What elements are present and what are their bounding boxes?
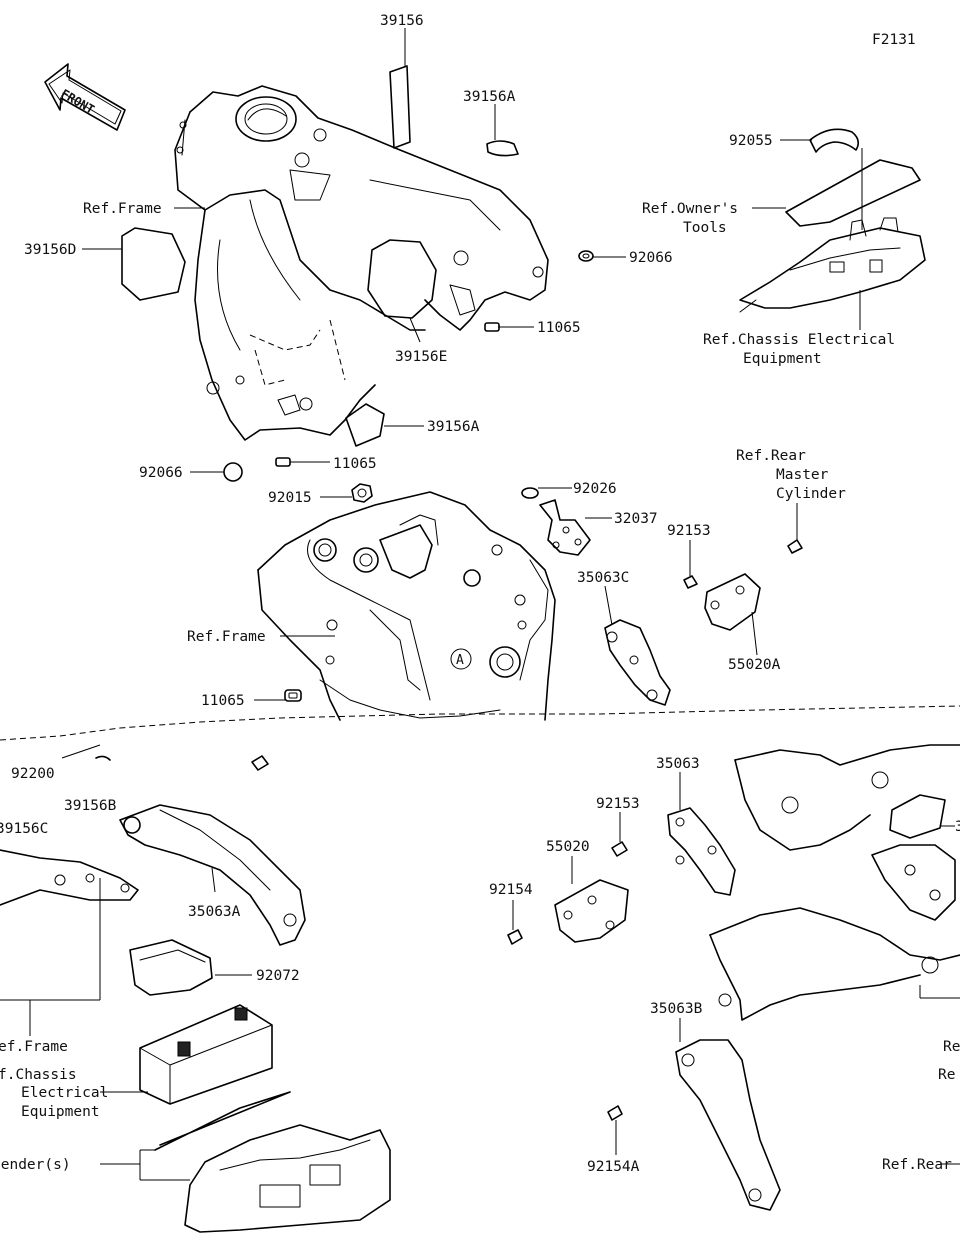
svg-text:A: A xyxy=(456,653,464,668)
label-92072: 92072 xyxy=(256,968,300,984)
label-right-re-2: Re xyxy=(938,1067,955,1083)
label-32037: 32037 xyxy=(614,511,658,527)
bracket-92072 xyxy=(129,939,213,996)
chassis-electrical-top xyxy=(739,217,926,313)
cover-right-39156 xyxy=(889,794,946,839)
label-92153-top: 92153 xyxy=(667,523,711,539)
leader-lines xyxy=(0,28,960,1181)
label-35063: 35063 xyxy=(656,756,700,772)
label-ref-frame-top: Ref.Frame xyxy=(83,201,162,217)
mid-frame-drawing xyxy=(257,491,556,721)
label-39156d: 39156D xyxy=(24,242,76,258)
bracket-32037 xyxy=(539,499,591,556)
label-fenders: Fender(s) xyxy=(0,1157,71,1173)
bracket-35063 xyxy=(667,807,736,896)
label-92015: 92015 xyxy=(268,490,312,506)
owners-tools xyxy=(785,159,921,227)
cover-39156d xyxy=(121,227,186,301)
label-chassis-elec-bottom-3: Equipment xyxy=(21,1104,100,1120)
nut-92015 xyxy=(351,483,373,503)
grommet-92066-left xyxy=(223,462,243,482)
label-11065-frame: 11065 xyxy=(201,693,245,709)
bolt-92153-top xyxy=(683,575,698,589)
cover-39156e xyxy=(367,239,437,319)
front-direction-arrow: FRONT xyxy=(44,63,126,131)
battery xyxy=(139,1004,273,1105)
label-chassis-elec-top-2: Equipment xyxy=(743,351,822,367)
label-39156a-mid: 39156A xyxy=(427,419,480,435)
bolt-92200 xyxy=(251,755,269,771)
bolt-ref-rear xyxy=(787,539,803,554)
right-side-bracket xyxy=(871,844,956,921)
upper-frame-drawing xyxy=(174,85,549,441)
label-ref-frame-bottom: ef.Frame xyxy=(0,1039,68,1055)
label-chassis-elec-bottom-2: Electrical xyxy=(21,1085,108,1101)
label-39156-right: 3 xyxy=(955,819,960,835)
label-39156a-top: 39156A xyxy=(463,89,516,105)
right-upper-frame xyxy=(734,744,960,851)
clip-11065-upper xyxy=(484,322,500,332)
label-rear-master-3: Cylinder xyxy=(776,486,846,502)
bracket-35063c xyxy=(604,619,671,706)
label-ref-frame-mid: Ref.Frame xyxy=(187,629,266,645)
label-92200: 92200 xyxy=(11,766,55,782)
bracket-55020 xyxy=(554,879,629,943)
label-owners-tools-2: Tools xyxy=(683,220,727,236)
clip-39156b xyxy=(95,755,111,761)
sticker-39156a-top xyxy=(486,140,519,157)
bolt-92154 xyxy=(507,929,523,945)
label-92066-left: 92066 xyxy=(139,465,183,481)
bolt-92154a xyxy=(607,1105,623,1121)
section-divider xyxy=(0,705,960,741)
label-92154: 92154 xyxy=(489,882,533,898)
label-92055: 92055 xyxy=(729,133,773,149)
label-11065-upper: 11065 xyxy=(537,320,581,336)
ref-marker-a: A xyxy=(450,648,472,670)
figure-code: F2131 xyxy=(872,32,916,48)
label-chassis-elec-bottom-1: f.Chassis xyxy=(0,1067,77,1083)
label-39156: 39156 xyxy=(380,13,424,29)
label-11065-mid: 11065 xyxy=(333,456,377,472)
clip-11065-frame xyxy=(284,689,302,702)
bolt-92153-mid xyxy=(611,841,628,857)
label-92153-mid: 92153 xyxy=(596,796,640,812)
label-92066-right: 92066 xyxy=(629,250,673,266)
label-55020a: 55020A xyxy=(728,657,781,673)
label-92026: 92026 xyxy=(573,481,617,497)
clamp-92055 xyxy=(809,128,860,153)
label-39156e: 39156E xyxy=(395,349,447,365)
grommet-92066-right xyxy=(578,250,594,262)
sticker-39156a-mid xyxy=(345,403,385,447)
bracket-55020a xyxy=(704,573,761,631)
label-92154a: 92154A xyxy=(587,1159,640,1175)
label-owners-tools-1: Ref.Owner's xyxy=(642,201,738,217)
right-lower-frame xyxy=(709,907,960,1021)
label-rear-master-2: Master xyxy=(776,467,829,483)
label-39156b: 39156B xyxy=(64,798,117,814)
clip-11065-mid xyxy=(275,457,291,467)
lower-left-frame xyxy=(0,849,139,906)
label-35063a: 35063A xyxy=(188,904,241,920)
label-right-rear: Ref.Rear xyxy=(882,1157,952,1173)
label-35063b: 35063B xyxy=(650,1001,703,1017)
label-39156c: 39156C xyxy=(0,821,48,837)
label-chassis-elec-top-1: Ref.Chassis Electrical xyxy=(703,332,895,348)
label-right-re-1: Re xyxy=(943,1039,960,1055)
rear-fender xyxy=(154,1091,391,1233)
label-35063c: 35063C xyxy=(577,570,629,586)
sticker-39156 xyxy=(389,65,411,149)
clip-92026 xyxy=(521,487,539,499)
bracket-35063b xyxy=(675,1039,781,1211)
label-rear-master-1: Ref.Rear xyxy=(736,448,806,464)
bracket-35063a xyxy=(119,804,306,946)
label-55020: 55020 xyxy=(546,839,590,855)
